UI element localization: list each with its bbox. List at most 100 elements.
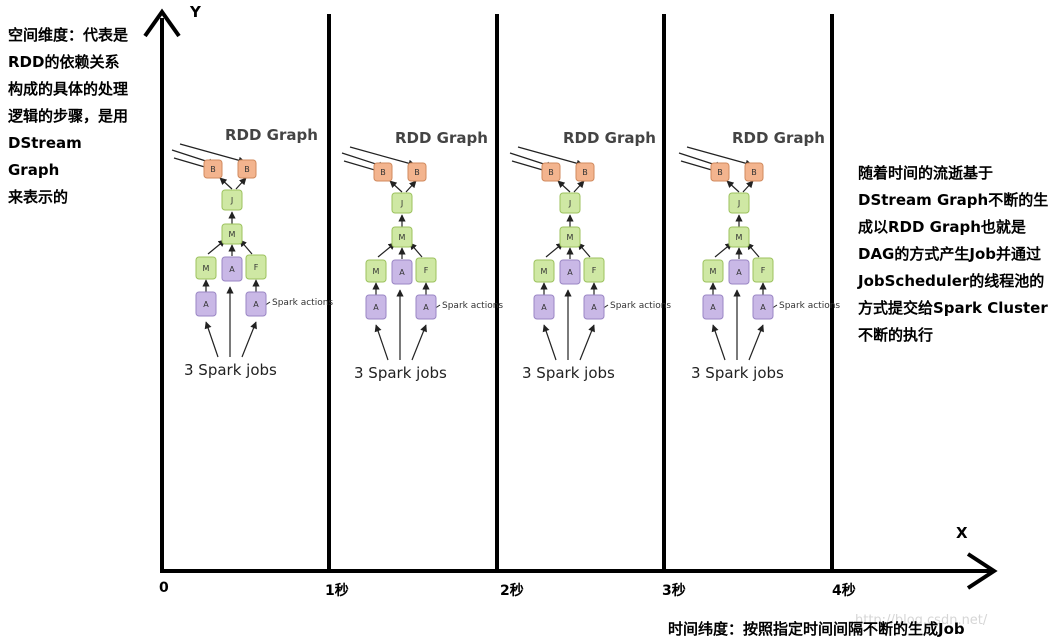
y-axis-label: Y — [190, 3, 201, 21]
graph-title: RDD Graph — [225, 126, 318, 144]
right-note-line: DStream Graph不断的生 — [858, 187, 1053, 214]
node-label: A — [373, 303, 379, 312]
node-a-mid: A — [729, 260, 749, 284]
node-label: M — [736, 233, 743, 242]
graph-slot-2: RDD Graph B B J — [508, 125, 678, 420]
edge — [376, 325, 388, 360]
node-b1: B — [542, 163, 560, 181]
node-label: M — [229, 230, 236, 239]
spark-jobs-label: 3 Spark jobs — [354, 364, 447, 382]
node-label: B — [414, 168, 420, 177]
x-axis-label: X — [956, 524, 968, 542]
node-label: A — [423, 303, 429, 312]
edge — [544, 325, 556, 360]
node-a-right: A — [416, 295, 436, 319]
node-label: M — [373, 267, 380, 276]
node-f: F — [753, 258, 773, 282]
node-label: A — [591, 303, 597, 312]
node-label: B — [717, 168, 723, 177]
node-label: M — [203, 264, 210, 273]
node-label: F — [254, 263, 259, 272]
tick-3s: 3秒 — [662, 580, 686, 600]
rdd-graph-2: RDD Graph B B J — [508, 125, 678, 415]
node-m-top: M — [729, 227, 749, 247]
node-j: J — [729, 193, 749, 213]
left-note-line: 逻辑的步骤，是用 — [8, 103, 138, 130]
left-note-line: RDD的依赖关系 — [8, 49, 138, 76]
spark-actions-label: Spark actions — [610, 301, 671, 311]
node-m-top: M — [222, 224, 242, 244]
edge — [558, 181, 570, 192]
node-label: A — [253, 300, 259, 309]
node-f: F — [416, 258, 436, 282]
right-note-line: 不断的执行 — [858, 322, 1053, 349]
node-j: J — [560, 193, 580, 213]
spark-jobs-label: 3 Spark jobs — [691, 364, 784, 382]
edge — [743, 181, 753, 192]
node-label: A — [710, 303, 716, 312]
spark-jobs-label: 3 Spark jobs — [184, 361, 277, 379]
graph-title: RDD Graph — [563, 129, 656, 147]
node-b1: B — [374, 163, 392, 181]
left-note-line: 构成的具体的处理 — [8, 76, 138, 103]
node-m-top: M — [560, 227, 580, 247]
node-b2: B — [238, 160, 256, 178]
right-note-line: DAG的方式产生Job并通过 — [858, 241, 1053, 268]
space-dimension-note: 空间维度：代表是 RDD的依赖关系 构成的具体的处理 逻辑的步骤，是用 DStr… — [8, 22, 138, 211]
node-m-top: M — [392, 227, 412, 247]
rdd-graph-1: RDD Graph B B J — [340, 125, 510, 415]
graph-title: RDD Graph — [732, 129, 825, 147]
edge — [390, 181, 402, 192]
node-m-left: M — [196, 257, 216, 279]
tick-1s: 1秒 — [325, 580, 349, 600]
right-note-line: 方式提交给Spark Cluster — [858, 295, 1053, 322]
node-a-right: A — [246, 292, 266, 316]
edge — [574, 181, 584, 192]
node-a-mid: A — [560, 260, 580, 284]
edge — [180, 144, 245, 162]
graph-slot-0: RDD Graph B B J — [170, 122, 340, 417]
tick-0: 0 — [159, 580, 169, 596]
node-a-mid: A — [222, 257, 242, 281]
edge — [412, 325, 426, 360]
node-label: B — [548, 168, 554, 177]
right-note-line: JobScheduler的线程池的 — [858, 268, 1053, 295]
edge — [713, 325, 725, 360]
left-note-line: DStream Graph — [8, 130, 138, 184]
node-label: J — [737, 199, 740, 208]
node-label: F — [424, 266, 429, 275]
rdd-graph-3: RDD Graph B B J — [677, 125, 847, 415]
node-label: F — [592, 266, 597, 275]
graph-title: RDD Graph — [395, 129, 488, 147]
tick-4s: 4秒 — [832, 580, 856, 600]
left-note-line: 来表示的 — [8, 184, 138, 211]
edge — [687, 147, 752, 165]
node-j: J — [392, 193, 412, 213]
node-a-left: A — [703, 295, 723, 319]
spark-actions-label: Spark actions — [272, 298, 333, 308]
node-label: B — [244, 165, 250, 174]
graph-slot-3: RDD Graph B B J — [677, 125, 847, 420]
node-b1: B — [204, 160, 222, 178]
spark-jobs-label: 3 Spark jobs — [522, 364, 615, 382]
node-label: B — [210, 165, 216, 174]
node-label: A — [736, 268, 742, 277]
left-note-line: 空间维度：代表是 — [8, 22, 138, 49]
node-label: A — [203, 300, 209, 309]
node-a-mid: A — [392, 260, 412, 284]
node-label: B — [582, 168, 588, 177]
node-label: A — [399, 268, 405, 277]
node-b2: B — [745, 163, 763, 181]
node-b2: B — [576, 163, 594, 181]
node-a-left: A — [196, 292, 216, 316]
edge — [580, 325, 594, 360]
node-f: F — [246, 255, 266, 279]
spark-actions-label: Spark actions — [442, 301, 503, 311]
node-label: M — [541, 267, 548, 276]
edge — [406, 181, 416, 192]
graph-slot-1: RDD Graph B B J — [340, 125, 510, 420]
node-label: M — [567, 233, 574, 242]
rdd-graph-0: RDD Graph B B J — [170, 122, 340, 412]
edge — [242, 322, 256, 357]
node-label: B — [380, 168, 386, 177]
